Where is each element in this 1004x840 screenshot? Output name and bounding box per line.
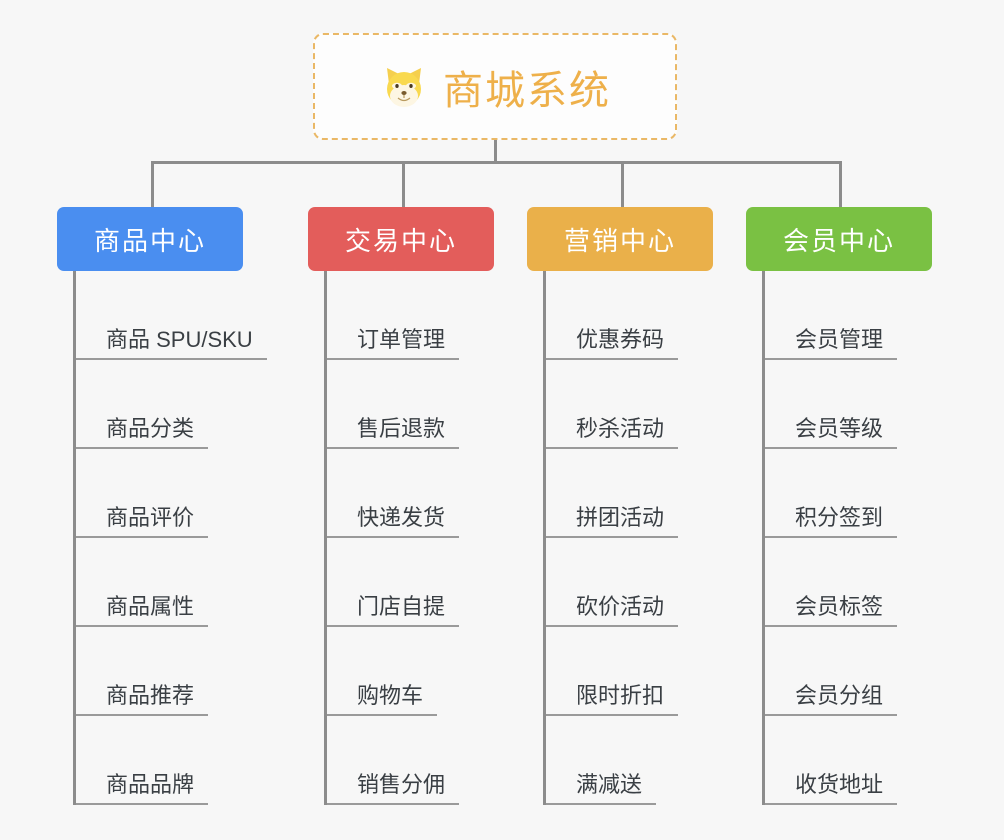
branch-item-list-product-center: 商品 SPU/SKU 商品分类商品评价商品属性商品推荐商品品牌 <box>73 271 267 805</box>
connector-drop-trade-center <box>402 161 405 208</box>
root-title: 商城系统 <box>443 68 611 113</box>
branch-item-label: 商品品牌 <box>76 772 209 805</box>
branch-item[interactable]: 会员分组 <box>765 627 932 716</box>
branch-item[interactable]: 会员等级 <box>765 360 932 449</box>
branch-header-member-center[interactable]: 会员中心 <box>746 207 932 271</box>
branch-item-label: 拼团活动 <box>546 505 679 538</box>
branch-item-label: 订单管理 <box>327 327 460 360</box>
branch-item-label: 门店自提 <box>327 594 460 627</box>
branch-header-marketing-center[interactable]: 营销中心 <box>527 207 713 271</box>
branch-item-label: 会员管理 <box>765 327 898 360</box>
branch-item-label: 积分签到 <box>765 505 898 538</box>
branch-marketing-center: 营销中心优惠券码秒杀活动拼团活动砍价活动限时折扣满减送 <box>527 207 713 805</box>
branch-item[interactable]: 购物车 <box>327 627 494 716</box>
branch-header-label: 会员中心 <box>782 225 895 256</box>
branch-item[interactable]: 商品属性 <box>76 538 243 627</box>
branch-item-label: 优惠券码 <box>546 327 679 360</box>
shiba-dog-icon <box>379 62 429 112</box>
branch-item-label: 商品 SPU/SKU <box>76 327 267 360</box>
connector-drop-product-center <box>151 161 154 208</box>
branch-item-label: 会员分组 <box>765 683 898 716</box>
branch-item-label: 商品分类 <box>76 416 209 449</box>
branch-header-label: 商品中心 <box>93 225 206 256</box>
branch-item[interactable]: 限时折扣 <box>546 627 713 716</box>
branch-item[interactable]: 商品 SPU/SKU <box>76 271 267 360</box>
branch-item-label: 砍价活动 <box>546 594 679 627</box>
connector-drop-marketing-center <box>621 161 624 208</box>
branch-member-center: 会员中心会员管理会员等级积分签到会员标签会员分组收货地址 <box>746 207 932 805</box>
branch-item[interactable]: 订单管理 <box>327 271 494 360</box>
branch-item[interactable]: 会员标签 <box>765 538 932 627</box>
branch-item-label: 限时折扣 <box>546 683 679 716</box>
branch-item-label: 会员标签 <box>765 594 898 627</box>
branch-item-list-marketing-center: 优惠券码秒杀活动拼团活动砍价活动限时折扣满减送 <box>543 271 713 805</box>
branch-item[interactable]: 售后退款 <box>327 360 494 449</box>
branch-item[interactable]: 会员管理 <box>765 271 932 360</box>
branch-item[interactable]: 砍价活动 <box>546 538 713 627</box>
branch-item-label: 快递发货 <box>327 505 460 538</box>
branch-item-list-trade-center: 订单管理售后退款快递发货门店自提购物车销售分佣 <box>324 271 494 805</box>
connector-drop-member-center <box>839 161 842 208</box>
branch-item-list-member-center: 会员管理会员等级积分签到会员标签会员分组收货地址 <box>762 271 932 805</box>
branch-item-label: 收货地址 <box>765 772 898 805</box>
branch-item-label: 销售分佣 <box>327 772 460 805</box>
branch-product-center: 商品中心商品 SPU/SKU 商品分类商品评价商品属性商品推荐商品品牌 <box>57 207 267 805</box>
branch-item-label: 秒杀活动 <box>546 416 679 449</box>
branch-item-label: 商品属性 <box>76 594 209 627</box>
connector-root-stem <box>494 140 497 164</box>
branch-item[interactable]: 满减送 <box>546 716 713 805</box>
branch-item-label: 商品推荐 <box>76 683 209 716</box>
branch-item[interactable]: 拼团活动 <box>546 449 713 538</box>
branch-item[interactable]: 收货地址 <box>765 716 932 805</box>
branch-item[interactable]: 积分签到 <box>765 449 932 538</box>
branch-item[interactable]: 商品分类 <box>76 360 243 449</box>
branch-header-product-center[interactable]: 商品中心 <box>57 207 243 271</box>
branch-item[interactable]: 商品评价 <box>76 449 243 538</box>
branch-item[interactable]: 秒杀活动 <box>546 360 713 449</box>
branch-item[interactable]: 销售分佣 <box>327 716 494 805</box>
branch-header-label: 营销中心 <box>563 225 676 256</box>
branch-item[interactable]: 商品品牌 <box>76 716 243 805</box>
branch-item[interactable]: 门店自提 <box>327 538 494 627</box>
branch-item[interactable]: 快递发货 <box>327 449 494 538</box>
branch-item-label: 商品评价 <box>76 505 209 538</box>
connector-horizontal-bus <box>151 161 841 164</box>
branch-item[interactable]: 优惠券码 <box>546 271 713 360</box>
branch-trade-center: 交易中心订单管理售后退款快递发货门店自提购物车销售分佣 <box>308 207 494 805</box>
branch-item-label: 购物车 <box>327 683 438 716</box>
branch-header-label: 交易中心 <box>344 225 457 256</box>
branch-item-label: 满减送 <box>546 772 657 805</box>
root-node[interactable]: 商城系统 <box>313 33 677 140</box>
branch-item-label: 会员等级 <box>765 416 898 449</box>
branch-header-trade-center[interactable]: 交易中心 <box>308 207 494 271</box>
branch-item-label: 售后退款 <box>327 416 460 449</box>
branch-item[interactable]: 商品推荐 <box>76 627 243 716</box>
